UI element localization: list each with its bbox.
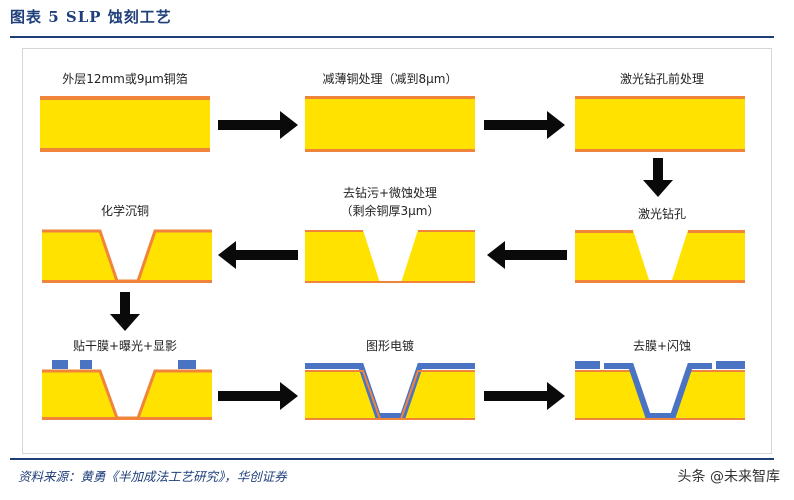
step-9-label: 去膜+闪蚀	[632, 339, 692, 353]
copper-bottom	[42, 280, 212, 283]
step-2-label: 减薄铜处理（减到8μm）	[322, 72, 458, 86]
copper-bottom	[575, 280, 745, 283]
substrate-right	[138, 370, 212, 420]
copper-bottom	[40, 148, 210, 152]
copper-top-left	[305, 230, 363, 232]
dry-film-2	[80, 360, 92, 369]
substrate-left	[42, 230, 117, 283]
arrow-right-1	[218, 111, 298, 139]
arrow-down-2	[110, 292, 140, 331]
copper-bottom	[305, 149, 475, 152]
plated-copper	[305, 363, 475, 419]
copper-bottom	[305, 418, 475, 420]
substrate	[575, 96, 745, 152]
panel-step-5	[305, 230, 475, 283]
dry-film-1	[52, 360, 68, 369]
substrate	[40, 96, 210, 152]
plated-copper	[604, 363, 712, 419]
dry-film-3	[178, 360, 196, 369]
substrate-right	[401, 230, 475, 283]
substrate-left	[575, 370, 650, 420]
arrow-right-4	[484, 382, 565, 410]
step-5-label: 去钻污+微蚀处理	[342, 186, 438, 200]
diagram-frame	[22, 48, 772, 454]
step-1-label: 外层12mm或9μm铜箔	[62, 72, 188, 86]
panel-step-4	[575, 230, 745, 283]
step-7-label: 贴干膜+曝光+显影	[72, 339, 178, 353]
panel-step-3	[575, 96, 745, 152]
arrow-down-1	[643, 158, 673, 197]
title-divider	[10, 36, 774, 38]
pad-left	[575, 361, 600, 369]
panel-step-7	[42, 360, 212, 420]
pad-right	[716, 361, 745, 369]
panel-step-6	[42, 229, 212, 283]
substrate	[305, 96, 475, 152]
substrate-left	[575, 230, 650, 283]
copper-bottom	[42, 417, 212, 420]
watermark: 头条 @未来智库	[677, 469, 780, 485]
figure-title: 图表 5 SLP 蚀刻工艺	[10, 8, 172, 26]
copper-top-right	[688, 230, 745, 233]
substrate-left	[42, 370, 117, 420]
copper-top-right	[418, 230, 475, 232]
panel-step-1	[40, 96, 210, 152]
arrow-right-3	[218, 382, 298, 410]
substrate-right	[671, 230, 745, 283]
copper-bottom	[575, 149, 745, 152]
substrate-right	[138, 230, 212, 283]
step-4-label: 激光钻孔	[637, 207, 686, 221]
panel-step-8	[305, 363, 475, 420]
arrow-left-2	[218, 241, 298, 269]
arrow-right-2	[484, 111, 565, 139]
copper-top	[40, 96, 210, 100]
copper-bottom	[305, 281, 475, 283]
step-3-label: 激光钻孔前处理	[619, 72, 704, 86]
step-6-label: 化学沉铜	[100, 204, 149, 218]
step-8-label: 图形电镀	[365, 339, 414, 353]
panel-step-2	[305, 96, 475, 152]
source-note: 资料来源：黄勇《半加成法工艺研究》，华创证券	[18, 469, 287, 484]
substrate-left	[305, 370, 380, 420]
copper-top	[305, 96, 475, 99]
copper-bottom	[575, 418, 745, 420]
panel-step-9	[575, 361, 745, 420]
arrow-left-1	[487, 241, 567, 269]
substrate-left	[305, 230, 380, 283]
step-5-sublabel: （剩余铜厚3μm）	[340, 204, 440, 218]
substrate-right	[401, 370, 475, 420]
copper-top-left	[575, 230, 633, 233]
substrate-right	[671, 370, 745, 420]
source-divider	[10, 458, 774, 460]
copper-top	[575, 96, 745, 99]
